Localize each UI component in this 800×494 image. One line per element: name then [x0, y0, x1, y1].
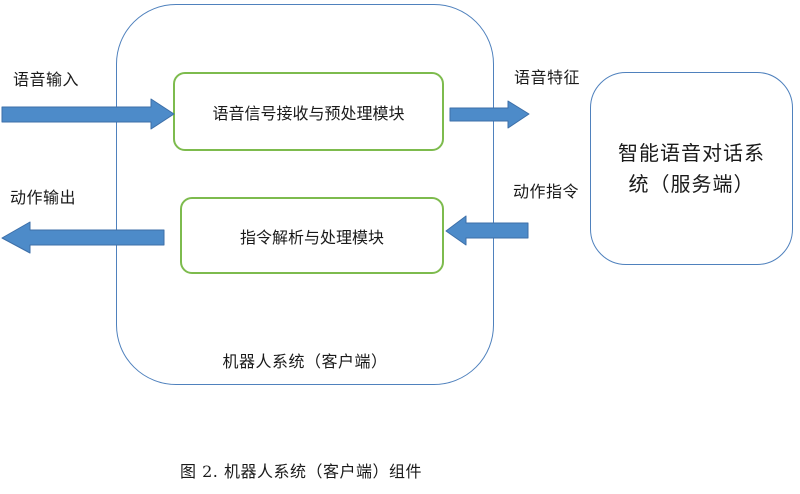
speech-input-label: 语音输入	[13, 70, 80, 89]
client-system-box: 语音信号接收与预处理模块 指令解析与处理模块 机器人系统（客户端）	[116, 4, 494, 385]
module-command-parse-process-label: 指令解析与处理模块	[239, 227, 384, 247]
client-system-label: 机器人系统（客户端）	[222, 352, 388, 371]
action-command-label: 动作指令	[513, 182, 580, 201]
action-output-label: 动作输出	[10, 188, 77, 207]
module-speech-signal-preprocess-label: 语音信号接收与预处理模块	[212, 103, 405, 123]
module-speech-signal-preprocess: 语音信号接收与预处理模块	[173, 72, 444, 151]
module-command-parse-process: 指令解析与处理模块	[180, 197, 444, 274]
server-system-box: 智能语音对话系统（服务端）	[590, 72, 793, 265]
server-system-label: 智能语音对话系统（服务端）	[618, 140, 765, 196]
speech-features-label: 语音特征	[514, 68, 581, 87]
figure-caption: 图 2. 机器人系统（客户端）组件	[180, 462, 422, 481]
